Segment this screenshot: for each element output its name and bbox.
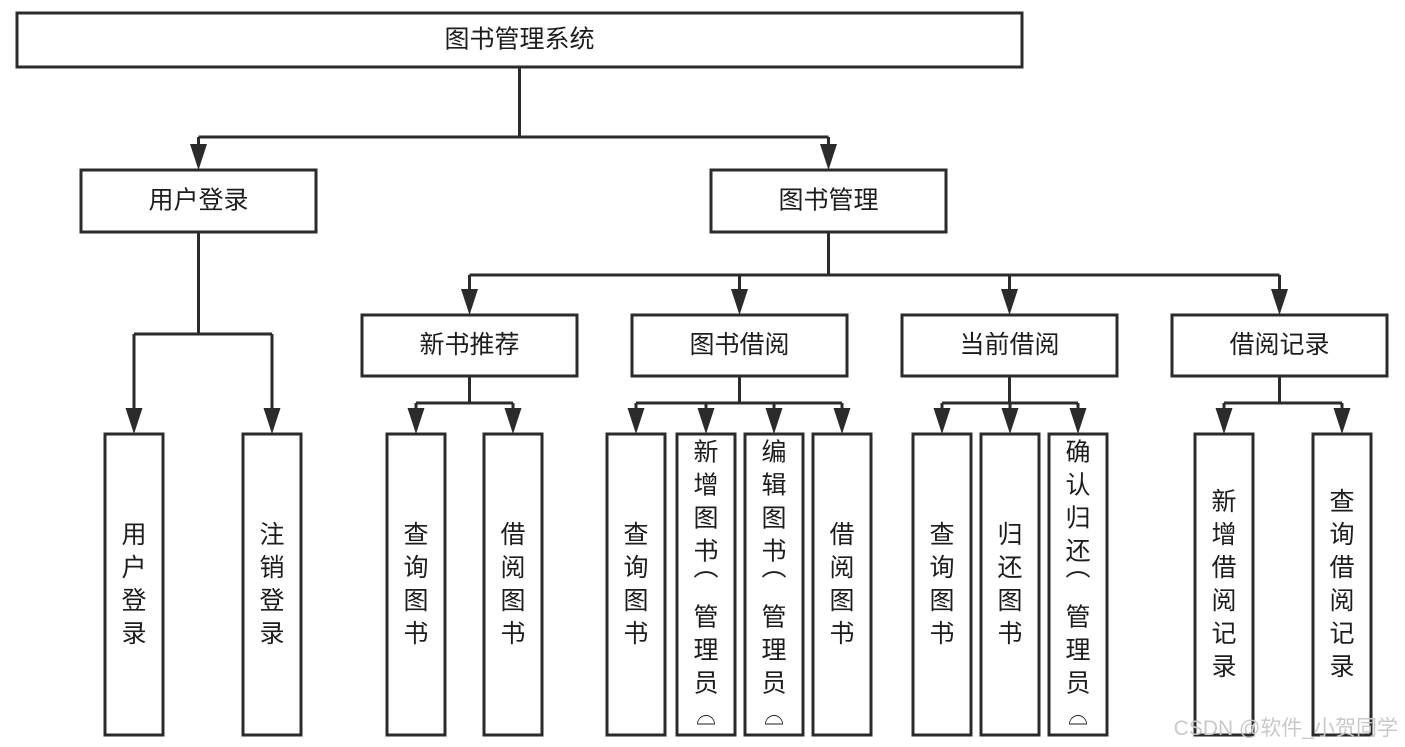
node-box (1311, 432, 1373, 737)
node-box (911, 432, 973, 737)
node-label: 新书推荐 (419, 331, 519, 359)
node-label: 归还图书 (997, 521, 1022, 648)
arrow-head-icon (461, 289, 478, 315)
node-leaf_4[interactable]: 查询图书 (605, 432, 667, 737)
connector-group-g-records (1215, 376, 1351, 434)
node-leaf_3[interactable]: 借阅图书 (482, 432, 544, 737)
node-leaf_2[interactable]: 查询图书 (385, 432, 447, 737)
arrow-head-icon (697, 408, 715, 434)
node-label: 查询图书 (929, 521, 954, 648)
node-label: 确认归还⌒管理员⌓ (1065, 438, 1090, 730)
node-label: 查询图书 (623, 521, 648, 648)
arrow-head-icon (504, 408, 522, 434)
node-box (385, 432, 447, 737)
node-box (979, 432, 1041, 737)
node-box (743, 432, 805, 737)
node-box (79, 168, 318, 234)
arrow-head-icon (263, 408, 281, 434)
node-box (1193, 432, 1255, 737)
arrow-head-icon (1215, 408, 1233, 434)
node-label: 查询图书 (403, 521, 428, 648)
arrow-head-icon (1271, 289, 1288, 315)
arrow-head-icon (833, 408, 851, 434)
node-box (482, 432, 544, 737)
node-leaf_8[interactable]: 查询图书 (911, 432, 973, 737)
node-label: 编辑图书⌒管理员⌓ (761, 438, 786, 730)
node-box (241, 432, 303, 737)
node-leaf_1[interactable]: 注销登录 (241, 432, 303, 737)
arrow-head-icon (627, 408, 645, 434)
csdn-watermark: CSDN @软件_小贺同学 (1174, 717, 1398, 740)
node-leaf_12[interactable]: 查询借阅记录 (1311, 432, 1373, 737)
connector-group-g-borrow (627, 376, 851, 434)
node-leaf_9[interactable]: 归还图书 (979, 432, 1041, 737)
node-layer: 图书管理系统用户登录图书管理新书推荐图书借阅当前借阅借阅记录用户登录注销登录查询… (15, 11, 1389, 737)
node-box (900, 313, 1119, 378)
arrow-head-icon (933, 408, 951, 434)
node-leaf_7[interactable]: 借阅图书 (811, 432, 873, 737)
node-leaf_11[interactable]: 新增借阅记录 (1193, 432, 1255, 737)
connector-layer (125, 67, 1351, 434)
node-box (1047, 432, 1109, 737)
arrow-head-icon (1001, 408, 1019, 434)
node-label: 注销登录 (259, 521, 284, 648)
node-box (630, 313, 849, 378)
node-label: 借阅图书 (829, 521, 854, 648)
connector-group-g-login (125, 232, 281, 434)
node-root[interactable]: 图书管理系统 (15, 11, 1024, 69)
node-label: 新增借阅记录 (1211, 488, 1236, 681)
node-label: 图书借阅 (689, 331, 789, 359)
node-label: 借阅记录 (1229, 331, 1329, 359)
node-label: 新增图书⌒管理员⌓ (693, 438, 718, 730)
node-l2_2[interactable]: 当前借阅 (900, 313, 1119, 378)
node-l2_0[interactable]: 新书推荐 (360, 313, 579, 378)
connector-group-g-newbook (407, 376, 522, 434)
node-box (103, 432, 165, 737)
node-l2_3[interactable]: 借阅记录 (1170, 313, 1389, 378)
arrow-head-icon (125, 408, 143, 434)
node-label: 用户登录 (148, 187, 248, 215)
arrow-head-icon (1069, 408, 1087, 434)
node-leaf_5[interactable]: 新增图书⌒管理员⌓ (675, 432, 737, 737)
node-label: 图书管理系统 (444, 26, 594, 54)
node-label: 借阅图书 (500, 521, 525, 648)
node-l2_1[interactable]: 图书借阅 (630, 313, 849, 378)
node-box (15, 11, 1024, 69)
node-box (1170, 313, 1389, 378)
node-leaf_6[interactable]: 编辑图书⌒管理员⌓ (743, 432, 805, 737)
node-box (709, 168, 948, 234)
arrow-head-icon (731, 289, 748, 315)
arrow-head-icon (1333, 408, 1351, 434)
node-label: 图书管理 (778, 187, 878, 215)
node-l1_0[interactable]: 用户登录 (79, 168, 318, 234)
arrow-head-icon (820, 144, 837, 170)
connector-group-g-root (190, 67, 837, 170)
node-box (605, 432, 667, 737)
node-box (675, 432, 737, 737)
arrow-head-icon (190, 144, 207, 170)
node-l1_1[interactable]: 图书管理 (709, 168, 948, 234)
node-box (811, 432, 873, 737)
arrow-head-icon (765, 408, 783, 434)
node-box (360, 313, 579, 378)
node-leaf_0[interactable]: 用户登录 (103, 432, 165, 737)
node-leaf_10[interactable]: 确认归还⌒管理员⌓ (1047, 432, 1109, 737)
arrow-head-icon (1001, 289, 1018, 315)
node-label: 用户登录 (121, 521, 146, 648)
arrow-head-icon (407, 408, 425, 434)
connector-group-g-current (933, 376, 1087, 434)
node-label: 当前借阅 (959, 331, 1059, 359)
connector-group-g-bookmgmt (461, 232, 1288, 315)
node-label: 查询借阅记录 (1329, 488, 1354, 681)
